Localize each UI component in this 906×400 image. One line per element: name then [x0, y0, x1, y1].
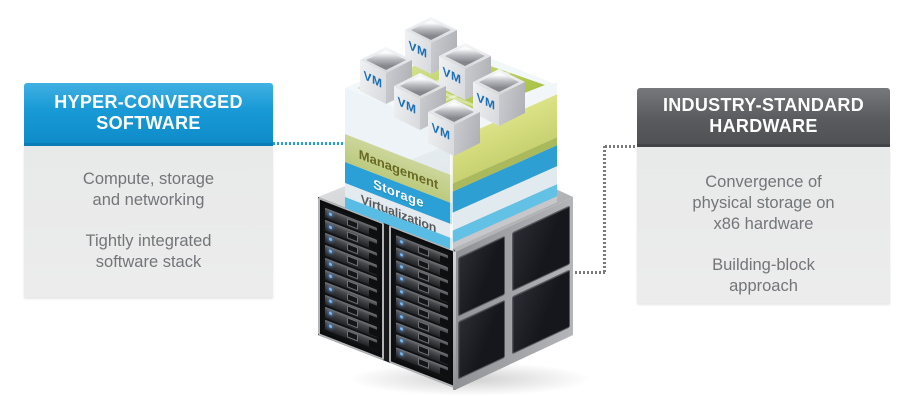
software-point-2: Tightly integrated software stack	[24, 231, 273, 273]
server-side-column	[512, 198, 570, 363]
hardware-point-1-line3: x86 hardware	[713, 215, 814, 233]
software-panel-body: Compute, storage and networking Tightly …	[24, 146, 273, 297]
server-side-column	[458, 229, 505, 389]
hardware-point-1: Convergence of physical storage on x86 h…	[637, 172, 890, 235]
vm-cube-opening	[411, 20, 451, 40]
hardware-title-line1: INDUSTRY-STANDARD	[662, 95, 865, 115]
hardware-point-2: Building-block approach	[637, 255, 890, 297]
vm-cube-opening	[366, 50, 406, 70]
vm-cube: VM	[394, 73, 446, 131]
hardware-title-line2: HARDWARE	[709, 116, 818, 136]
hardware-connector-line-bottom	[571, 271, 605, 274]
server-corner-edge	[453, 252, 456, 390]
software-point-2-line2: software stack	[95, 253, 202, 271]
glass-corner-highlight	[450, 129, 453, 250]
server-rack	[389, 224, 455, 389]
vm-cube-opening	[434, 102, 474, 122]
hardware-connector-line-top	[605, 145, 637, 148]
software-point-2-line1: Tightly integrated	[85, 232, 212, 250]
vm-cube: VM	[439, 43, 491, 101]
hardware-panel-header: INDUSTRY-STANDARD HARDWARE	[637, 88, 890, 147]
hardware-panel-body: Convergence of physical storage on x86 h…	[637, 147, 890, 303]
hardware-point-1-line1: Convergence of	[705, 173, 822, 191]
software-point-1-line1: Compute, storage	[82, 170, 215, 188]
hardware-connector-line-vertical	[603, 146, 606, 274]
software-connector-line	[273, 142, 343, 145]
vm-cube: VM	[473, 69, 525, 127]
hardware-point-2-line1: Building-block	[712, 256, 815, 274]
software-title-line1: HYPER-CONVERGED	[54, 92, 243, 112]
vm-cube-opening	[479, 72, 519, 92]
vm-cube-opening	[445, 46, 485, 66]
server-rack	[318, 197, 384, 361]
vm-cube: VM	[360, 47, 412, 105]
hardware-panel: INDUSTRY-STANDARD HARDWARE Convergence o…	[637, 88, 890, 303]
vm-cube: VM	[428, 99, 480, 157]
vm-cube-opening	[400, 76, 440, 96]
software-point-1: Compute, storage and networking	[24, 169, 273, 211]
vm-cube: VM	[405, 17, 457, 75]
hardware-point-2-line2: approach	[729, 277, 798, 295]
software-panel: HYPER-CONVERGED SOFTWARE Compute, storag…	[24, 83, 273, 297]
hardware-point-1-line2: physical storage on	[692, 194, 835, 212]
software-title-line2: SOFTWARE	[96, 113, 201, 133]
software-point-1-line2: and networking	[92, 191, 205, 209]
software-panel-header: HYPER-CONVERGED SOFTWARE	[24, 83, 273, 146]
